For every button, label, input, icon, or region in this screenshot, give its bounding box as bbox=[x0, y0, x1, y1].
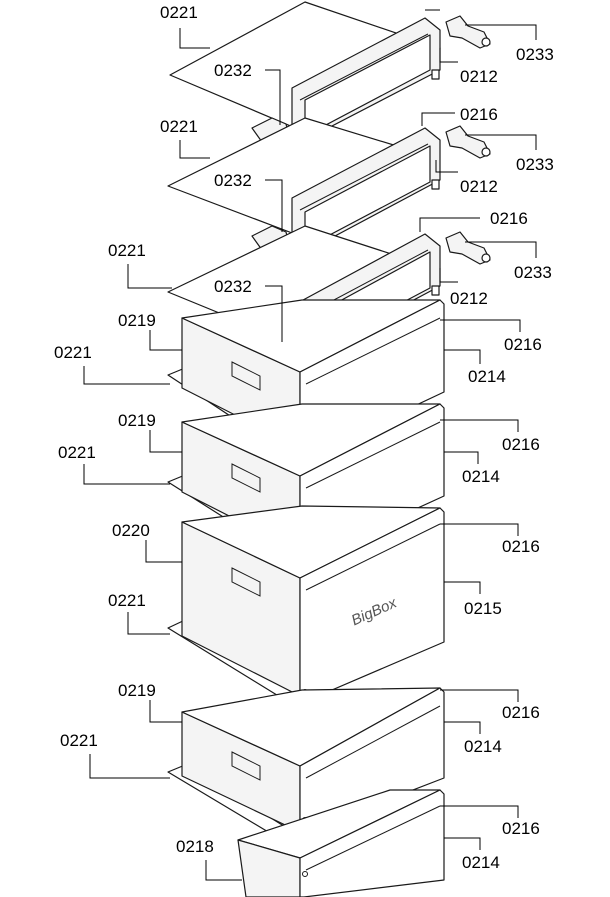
shelf-frame-2 bbox=[291, 127, 441, 259]
callout-label: 0216 bbox=[502, 435, 540, 454]
callout-label: 0221 bbox=[160, 3, 198, 22]
callout-label: 0221 bbox=[108, 241, 146, 260]
callout-label: 0233 bbox=[516, 45, 554, 64]
callout-label: 0214 bbox=[462, 853, 500, 872]
hinge-clip-3 bbox=[445, 231, 491, 265]
callout-label: 0215 bbox=[464, 599, 502, 618]
callout-label: 0232 bbox=[214, 171, 252, 190]
callout-label: 0216 bbox=[502, 537, 540, 556]
callout-label: 0221 bbox=[60, 731, 98, 750]
shelf-frame-1 bbox=[291, 17, 441, 147]
callout-label: 0232 bbox=[214, 277, 252, 296]
callout-label: 0219 bbox=[118, 311, 156, 330]
callout-label: 0218 bbox=[176, 837, 214, 856]
callout-labels: 0221 0232 0233 0212 0216 0221 0232 0233 … bbox=[54, 3, 554, 872]
callout-label: 0214 bbox=[468, 367, 506, 386]
callout-label: 0216 bbox=[502, 819, 540, 838]
callout-label: 0219 bbox=[118, 411, 156, 430]
callout-label: 0212 bbox=[450, 289, 488, 308]
bigbox-drawer: BigBox bbox=[167, 505, 445, 703]
leader-lines bbox=[83, 9, 537, 881]
callout-label: 0212 bbox=[460, 177, 498, 196]
hinge-clip-1 bbox=[445, 15, 491, 49]
callout-label: 0214 bbox=[464, 737, 502, 756]
callout-label: 0216 bbox=[490, 209, 528, 228]
callout-label: 0221 bbox=[160, 117, 198, 136]
bottom-drawer bbox=[237, 789, 445, 897]
callout-label: 0219 bbox=[118, 681, 156, 700]
callout-label: 0232 bbox=[214, 61, 252, 80]
callout-label: 0221 bbox=[108, 591, 146, 610]
callout-label: 0221 bbox=[58, 443, 96, 462]
callout-label: 0212 bbox=[460, 67, 498, 86]
callout-label: 0221 bbox=[54, 343, 92, 362]
callout-label: 0214 bbox=[462, 467, 500, 486]
hinge-clip-2 bbox=[445, 125, 491, 159]
callout-label: 0216 bbox=[504, 335, 542, 354]
callout-label: 0216 bbox=[502, 703, 540, 722]
drawer-3 bbox=[167, 687, 445, 843]
callout-label: 0233 bbox=[516, 155, 554, 174]
callout-label: 0220 bbox=[112, 521, 150, 540]
callout-label: 0233 bbox=[514, 263, 552, 282]
callout-label: 0216 bbox=[460, 105, 498, 124]
